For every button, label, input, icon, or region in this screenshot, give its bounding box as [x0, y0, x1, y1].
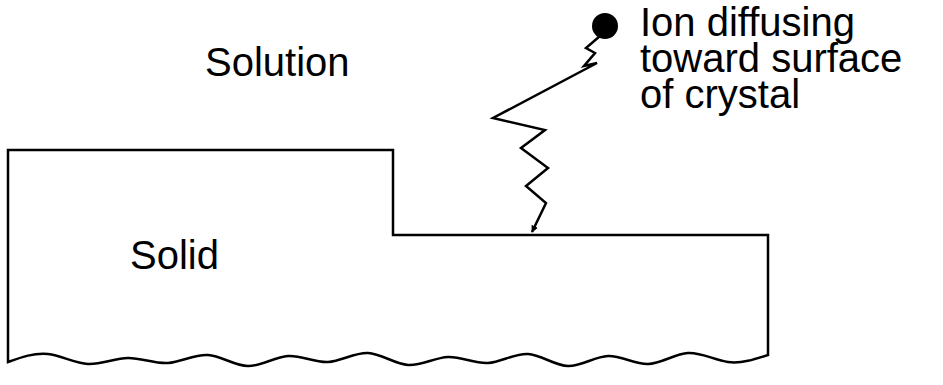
solid-outline: [8, 150, 768, 385]
solid-block: Solid: [8, 150, 768, 378]
solid-outline-path: [8, 150, 768, 366]
region-label: Solid: [130, 237, 219, 273]
region-label: Solution: [205, 44, 350, 80]
annotation: Ion diffusing toward surface of crystal: [640, 4, 932, 112]
ion-dot: [592, 13, 618, 39]
diffusion-path: [493, 36, 600, 232]
